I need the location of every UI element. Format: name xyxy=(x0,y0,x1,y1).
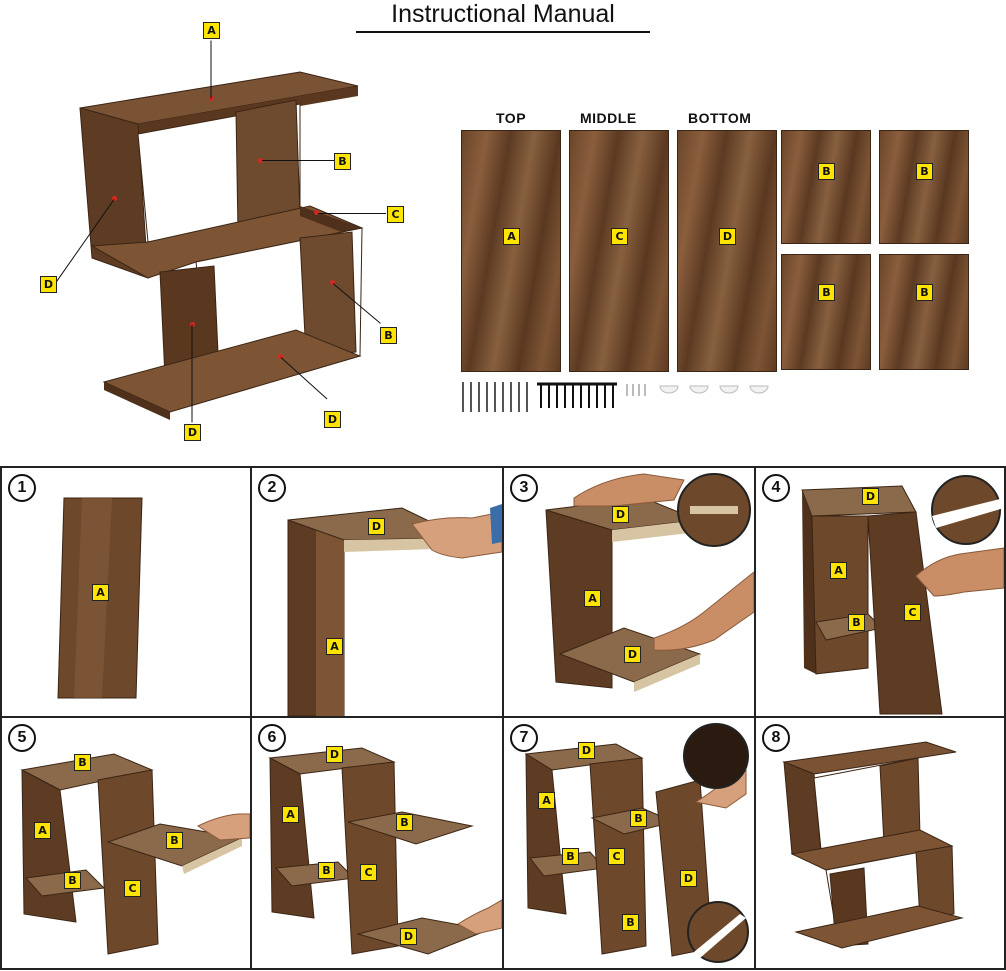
shelf-overview-illustration xyxy=(79,71,364,420)
bottom-label: BOTTOM xyxy=(688,110,752,126)
board-d: D xyxy=(677,130,777,372)
overview-label-d3: D xyxy=(184,424,201,441)
grid-divider xyxy=(754,466,756,970)
step-5-label-c: C xyxy=(124,880,141,897)
step-6-label-a: A xyxy=(282,806,299,823)
pointer-dot xyxy=(209,96,214,101)
step-4-label-a: A xyxy=(830,562,847,579)
board-b1-label: B xyxy=(818,163,835,180)
step-6-label-d: D xyxy=(326,746,343,763)
overview-label-b: B xyxy=(334,153,351,170)
board-b2-label: B xyxy=(916,163,933,180)
step-1-panel: 1 A xyxy=(2,468,250,716)
step-6-label-d2: D xyxy=(400,928,417,945)
step-6-label-b: B xyxy=(396,814,413,831)
leader-line xyxy=(191,324,193,423)
step-4-illustration xyxy=(801,475,1004,715)
step-5-label-b: B xyxy=(74,754,91,771)
step-6-label-c: C xyxy=(360,864,377,881)
step-5-number: 5 xyxy=(8,724,36,752)
grid-left-border xyxy=(0,466,2,970)
board-b4-label: B xyxy=(916,284,933,301)
board-b3-label: B xyxy=(818,284,835,301)
board-a-label: A xyxy=(503,228,520,245)
pointer-dot xyxy=(190,322,195,327)
step-7-label-d2: D xyxy=(680,870,697,887)
step-3-number: 3 xyxy=(510,474,538,502)
step-8-illustration xyxy=(782,741,964,949)
step-7-number: 7 xyxy=(510,724,538,752)
step-2-illustration xyxy=(287,504,502,716)
step-8-panel: 8 xyxy=(756,718,1004,968)
step-6-number: 6 xyxy=(258,724,286,752)
top-label: TOP xyxy=(496,110,527,126)
leader-line xyxy=(318,213,386,214)
step-7-label-a: A xyxy=(538,792,555,809)
step-7-label-b: B xyxy=(630,810,647,827)
overview-label-d2: D xyxy=(324,411,341,428)
step-2-label-d: D xyxy=(368,518,385,535)
step-5-panel: 5 B A B B C xyxy=(2,718,250,968)
step-5-label-b3: B xyxy=(166,832,183,849)
board-b4: B xyxy=(879,254,969,370)
step-4-number: 4 xyxy=(762,474,790,502)
step-6-label-b2: B xyxy=(318,862,335,879)
step-7-illustration xyxy=(524,723,749,963)
step-3-illustration xyxy=(545,473,754,692)
step-7-label-b2: B xyxy=(562,848,579,865)
board-c: C xyxy=(569,130,669,372)
step-3-label-a: A xyxy=(584,590,601,607)
board-d-label: D xyxy=(719,228,736,245)
pointer-dot xyxy=(330,280,335,285)
step-8-number: 8 xyxy=(762,724,790,752)
board-b3: B xyxy=(781,254,871,370)
step-2-number: 2 xyxy=(258,474,286,502)
board-b1: B xyxy=(781,130,871,244)
step-3-label-d: D xyxy=(612,506,629,523)
overview-label-c: C xyxy=(387,206,404,223)
board-b2: B xyxy=(879,130,969,244)
grid-right-border xyxy=(1004,466,1006,970)
step-5-illustration xyxy=(20,753,250,955)
step-3-label-d2: D xyxy=(624,646,641,663)
leader-line xyxy=(210,40,212,99)
leader-line xyxy=(262,160,334,161)
overview-label-d: D xyxy=(40,276,57,293)
step-3-panel: 3 D A D xyxy=(504,468,754,716)
step-1-label-a: A xyxy=(92,584,109,601)
step-7-label-c: C xyxy=(608,848,625,865)
middle-label: MIDDLE xyxy=(580,110,637,126)
pointer-dot xyxy=(258,158,263,163)
step-4-label-d: D xyxy=(862,488,879,505)
step-4-panel: 4 D A B C xyxy=(756,468,1004,716)
step-7-label-b3: B xyxy=(622,914,639,931)
board-a: A xyxy=(461,130,561,372)
step-6-illustration xyxy=(268,747,502,955)
pointer-dot xyxy=(278,354,283,359)
step-4-label-b: B xyxy=(848,614,865,631)
title-underline xyxy=(356,31,650,33)
page-title: Instructional Manual xyxy=(391,0,615,28)
step-7-label-d: D xyxy=(578,742,595,759)
step-6-panel: 6 D A B B C D xyxy=(252,718,502,968)
step-7-panel: 7 D A B B C D B xyxy=(504,718,754,968)
grid-divider xyxy=(250,466,252,970)
step-1-illustration xyxy=(57,497,143,699)
step-5-label-a: A xyxy=(34,822,51,839)
step-2-label-a: A xyxy=(326,638,343,655)
board-c-label: C xyxy=(611,228,628,245)
step-4-label-c: C xyxy=(904,604,921,621)
overview-label-b2: B xyxy=(380,327,397,344)
step-5-label-b2: B xyxy=(64,872,81,889)
overview-label-a: A xyxy=(203,22,220,39)
pointer-dot xyxy=(314,210,319,215)
step-1-number: 1 xyxy=(8,474,36,502)
step-2-panel: 2 D A xyxy=(252,468,502,716)
pointer-dot xyxy=(112,196,117,201)
grid-divider xyxy=(502,466,504,970)
